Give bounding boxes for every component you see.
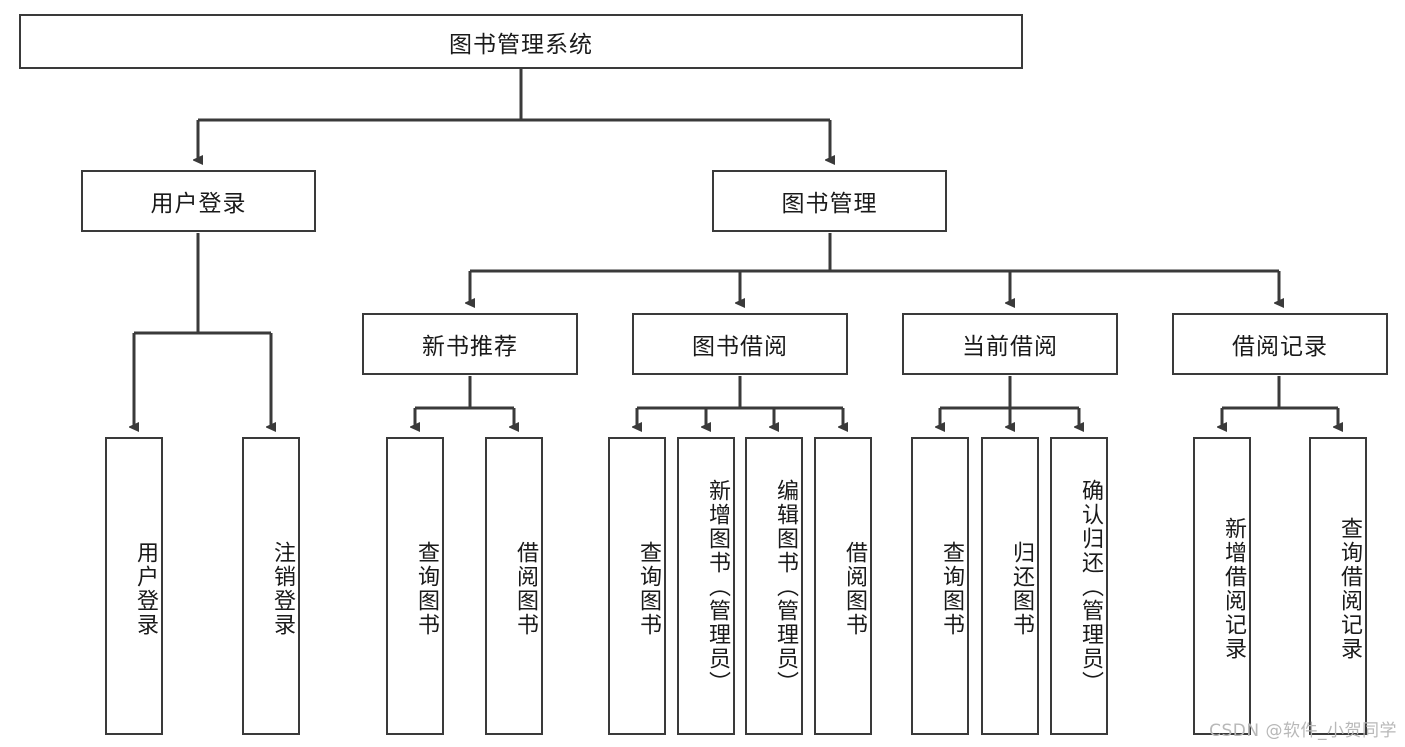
leaf-query-borrow-record[interactable]: 查询借阅记录 — [1309, 437, 1367, 735]
node-borrow-record[interactable]: 借阅记录 — [1172, 313, 1388, 375]
node-label: 当前借阅 — [962, 334, 1058, 360]
node-label: 借阅图书 — [842, 541, 867, 637]
node-book-management[interactable]: 图书管理 — [712, 170, 947, 232]
leaf-add-borrow-record[interactable]: 新增借阅记录 — [1193, 437, 1251, 735]
node-label: 借阅记录 — [1232, 334, 1328, 360]
node-label: 新增图书（管理员） — [705, 479, 730, 695]
node-label: 查询图书 — [636, 541, 661, 637]
node-label: 新书推荐 — [422, 334, 518, 360]
node-label: 编辑图书（管理员） — [773, 479, 798, 695]
leaf-query-book-borrow[interactable]: 查询图书 — [608, 437, 666, 735]
node-label: 新增借阅记录 — [1221, 517, 1246, 661]
node-label: 查询图书 — [414, 541, 439, 637]
leaf-logout-login[interactable]: 注销登录 — [242, 437, 300, 735]
node-label: 确认归还（管理员） — [1078, 479, 1103, 695]
node-label: 图书管理系统 — [449, 31, 593, 58]
leaf-edit-book-admin[interactable]: 编辑图书（管理员） — [745, 437, 803, 735]
node-current-borrow[interactable]: 当前借阅 — [902, 313, 1118, 375]
node-book-borrow[interactable]: 图书借阅 — [632, 313, 848, 375]
node-label: 用户登录 — [133, 541, 158, 637]
node-root-book-management-system[interactable]: 图书管理系统 — [19, 14, 1023, 69]
node-label: 借阅图书 — [513, 541, 538, 637]
node-label: 查询图书 — [939, 541, 964, 637]
leaf-return-book[interactable]: 归还图书 — [981, 437, 1039, 735]
node-label: 注销登录 — [270, 541, 295, 637]
leaf-confirm-return-admin[interactable]: 确认归还（管理员） — [1050, 437, 1108, 735]
leaf-query-book-current[interactable]: 查询图书 — [911, 437, 969, 735]
leaf-borrow-book[interactable]: 借阅图书 — [814, 437, 872, 735]
node-user-login[interactable]: 用户登录 — [81, 170, 316, 232]
leaf-query-book-recommend[interactable]: 查询图书 — [386, 437, 444, 735]
node-new-book-recommend[interactable]: 新书推荐 — [362, 313, 578, 375]
node-label: 图书管理 — [781, 191, 878, 217]
node-label: 图书借阅 — [692, 334, 788, 360]
leaf-borrow-book-recommend[interactable]: 借阅图书 — [485, 437, 543, 735]
leaf-user-login[interactable]: 用户登录 — [105, 437, 163, 735]
node-label: 查询借阅记录 — [1337, 517, 1362, 661]
node-label: 归还图书 — [1009, 541, 1034, 637]
leaf-add-book-admin[interactable]: 新增图书（管理员） — [677, 437, 735, 735]
node-label: 用户登录 — [150, 191, 247, 217]
